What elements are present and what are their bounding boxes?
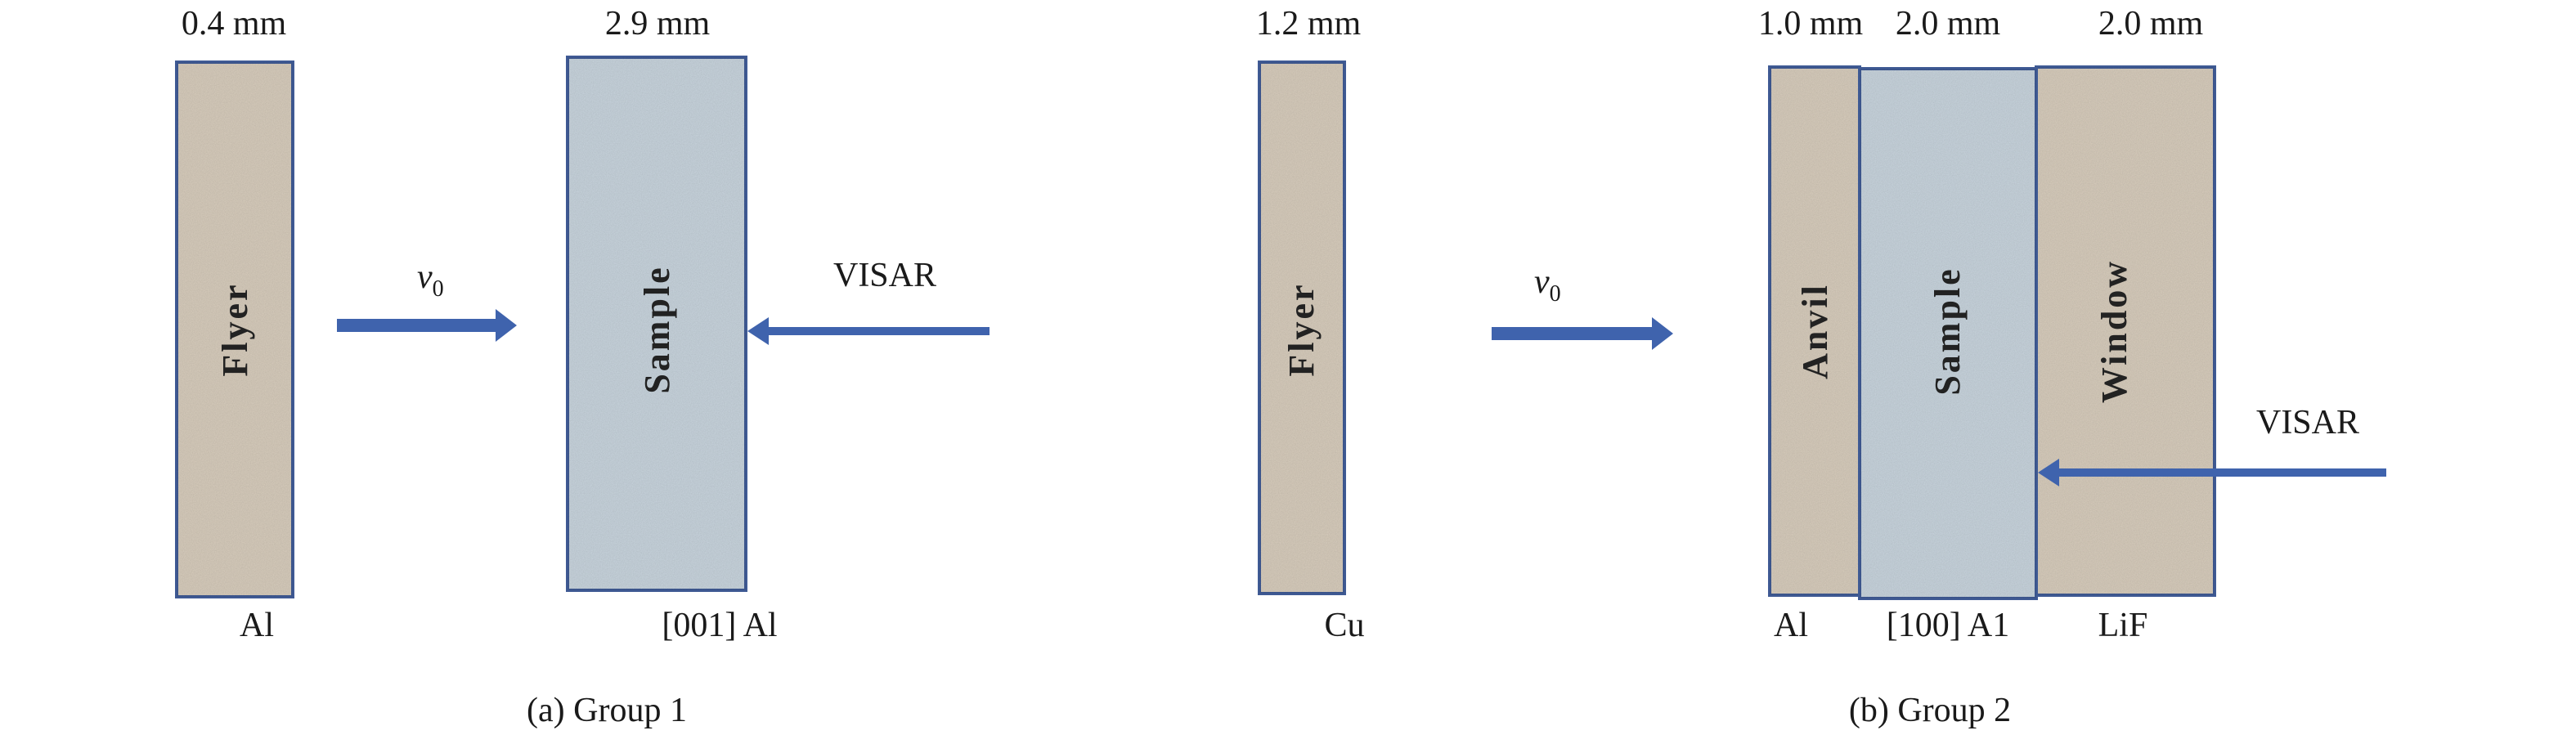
caption-group-1: (a) Group 1 (527, 692, 687, 729)
anvil-label: Anvil (1795, 283, 1835, 379)
velocity-arrow (337, 309, 517, 342)
group-1: 0.4 mm 2.9 mm Flyer Sample v0 VISAR Al [… (175, 5, 990, 729)
sample-thickness-label: 2.9 mm (605, 5, 711, 43)
sample-texture (1860, 69, 2036, 598)
visar-label: VISAR (2256, 404, 2359, 441)
visar-label: VISAR (833, 257, 936, 294)
group-2: 1.2 mm 1.0 mm 2.0 mm 2.0 mm Flyer v0 Anv… (1256, 5, 2386, 729)
velocity-arrow (1492, 317, 1673, 350)
flyer-thickness-label: 0.4 mm (182, 5, 287, 43)
sample-texture (568, 57, 746, 590)
visar-arrow (2038, 459, 2386, 486)
sample-label: Sample (637, 265, 677, 393)
anvil-thickness-label: 1.0 mm (1758, 5, 1864, 43)
sample-thickness-label: 2.0 mm (1896, 5, 2001, 43)
sample-label: Sample (1928, 267, 1968, 395)
flyer-material-label: Cu (1324, 607, 1364, 644)
window-thickness-label: 2.0 mm (2098, 5, 2204, 43)
window-material-label: LiF (2098, 607, 2148, 644)
sample-material-label: [100] A1 (1887, 607, 2010, 644)
anvil-texture (1770, 67, 1860, 595)
flyer-texture (177, 62, 293, 597)
velocity-label: v0 (1534, 263, 1561, 307)
flyer-label: Flyer (215, 282, 255, 376)
window-label: Window (2094, 259, 2134, 403)
flyer-material-label: Al (240, 607, 274, 644)
anvil-material-label: Al (1774, 607, 1808, 644)
sample-material-label: [001] Al (662, 607, 777, 644)
window-texture (2036, 67, 2215, 595)
flyer-thickness-label: 1.2 mm (1256, 5, 1362, 43)
caption-group-2: (b) Group 2 (1849, 692, 2011, 729)
visar-arrow (747, 317, 990, 345)
flyer-texture (1259, 62, 1344, 594)
flyer-label: Flyer (1281, 282, 1322, 376)
velocity-label: v0 (417, 258, 444, 302)
